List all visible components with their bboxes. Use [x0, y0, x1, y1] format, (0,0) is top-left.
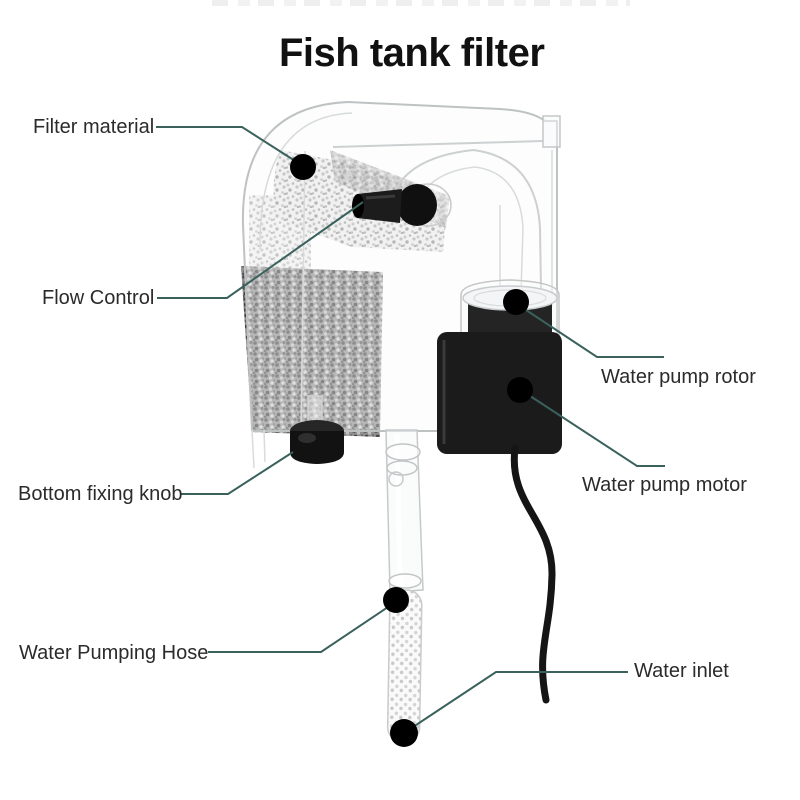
page-title: Fish tank filter [279, 31, 545, 75]
leader-lines [156, 126, 665, 732]
label-flow-control: Flow Control [42, 287, 155, 309]
label-filter-material: Filter material [33, 116, 155, 138]
leader-water-pumping-hose [208, 602, 395, 653]
label-water-inlet: Water inlet [634, 660, 729, 682]
label-water-pump-rotor: Water pump rotor [601, 366, 756, 388]
marker-water-inlet [390, 719, 418, 747]
marker-water-pumping-hose [383, 587, 409, 613]
power-cable [510, 444, 556, 704]
cropped-watermark-artifact [212, 0, 630, 6]
marker-water-pump-rotor [503, 289, 529, 315]
leader-flow-control [157, 201, 364, 299]
marker-water-pump-motor [507, 377, 533, 403]
intake-tube [385, 429, 424, 593]
marker-filter-material [290, 154, 316, 180]
leader-water-pump-motor [523, 391, 665, 467]
leader-water-inlet [406, 671, 628, 732]
pump-motor [437, 332, 562, 454]
label-bottom-fixing-knob: Bottom fixing knob [18, 483, 183, 505]
leader-bottom-fixing-knob [181, 451, 294, 495]
label-water-pumping-hose: Water Pumping Hose [19, 642, 209, 664]
flow-control-knob [352, 184, 437, 226]
bottom-fixing-knob [290, 395, 344, 464]
marker-dots [290, 154, 533, 747]
leader-filter-material [156, 126, 304, 167]
leader-water-pump-rotor [519, 305, 664, 358]
label-water-pump-motor: Water pump motor [582, 474, 747, 496]
